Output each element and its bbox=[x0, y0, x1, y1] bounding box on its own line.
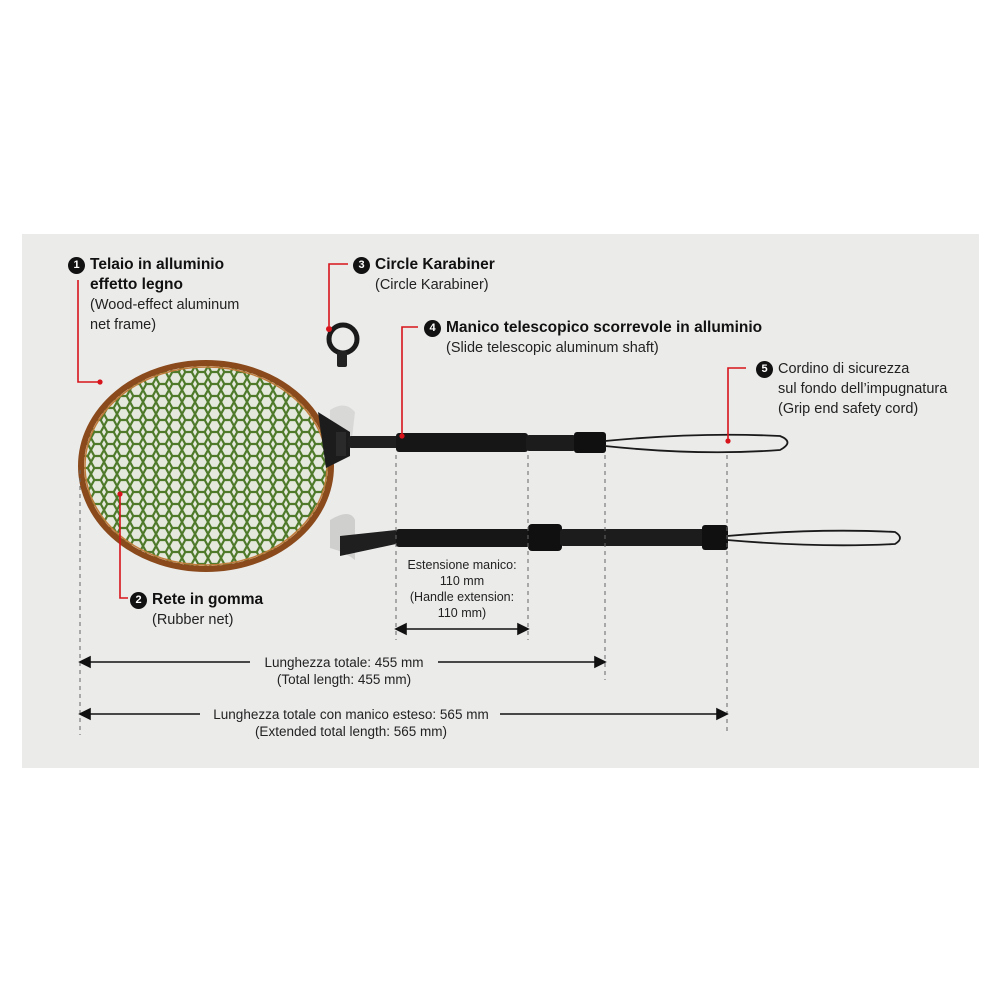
callout-net-title: Rete in gomma bbox=[152, 591, 264, 608]
callout-frame-sub-line-2: net frame) bbox=[90, 317, 157, 333]
upper-handle bbox=[348, 432, 789, 454]
karabiner bbox=[326, 322, 360, 367]
callout-shaft-title: Manico telescopico scorrevole in allumin… bbox=[446, 319, 763, 336]
extended-length-label: Lunghezza totale con manico esteso: 565 … bbox=[200, 706, 502, 740]
handle-extension-line-3: (Handle extension: bbox=[409, 590, 515, 604]
dimension-arrows bbox=[78, 622, 729, 721]
callout-frame-sub-line-1: (Wood-effect aluminum bbox=[90, 297, 240, 313]
callout-karabiner-title: Circle Karabiner bbox=[375, 256, 495, 273]
callout-cord-sub: (Grip end safety cord) bbox=[778, 401, 919, 417]
callout-frame-title-line-1: Telaio in alluminio bbox=[90, 256, 225, 273]
callout-number-4: 4 bbox=[424, 320, 441, 337]
callout-number-2: 2 bbox=[130, 592, 147, 609]
callout-safety-cord: 5 Cordino di sicurezza sul fondo dell’imp… bbox=[756, 359, 947, 419]
lower-extended-handle bbox=[340, 524, 901, 556]
extended-length-line-2: (Extended total length: 565 mm) bbox=[254, 724, 448, 739]
handle-extension-label: Estensione manico: 110 mm (Handle extens… bbox=[392, 557, 532, 621]
callout-number-1: 1 bbox=[68, 257, 85, 274]
callout-karabiner-sub: (Circle Karabiner) bbox=[375, 277, 489, 293]
total-length-line-2: (Total length: 455 mm) bbox=[276, 672, 412, 687]
extended-length-line-1: Lunghezza totale con manico esteso: 565 … bbox=[213, 707, 489, 722]
callout-number-5: 5 bbox=[756, 361, 773, 378]
callout-cord-title-line-1: Cordino di sicurezza bbox=[778, 361, 910, 377]
dimension-guides bbox=[79, 455, 728, 735]
callout-number-3: 3 bbox=[353, 257, 370, 274]
callout-frame-title-line-2: effetto legno bbox=[90, 276, 183, 293]
handle-extension-line-2: 110 mm bbox=[439, 574, 485, 588]
handle-extension-line-4: 110 mm) bbox=[437, 606, 487, 620]
callout-karabiner: 3 Circle Karabiner (Circle Karabiner) bbox=[353, 255, 495, 295]
leader-lines bbox=[77, 263, 746, 599]
total-length-line-1: Lunghezza totale: 455 mm bbox=[264, 655, 424, 670]
net-hoop bbox=[78, 360, 350, 572]
handle-extension-line-1: Estensione manico: bbox=[407, 558, 517, 572]
callout-telescopic-shaft: 4 Manico telescopico scorrevole in allumi… bbox=[424, 318, 762, 358]
total-length-label: Lunghezza totale: 455 mm (Total length: … bbox=[244, 654, 444, 688]
leader-dots bbox=[97, 379, 731, 497]
callout-frame: 1 Telaio in alluminio effetto legno (Wood… bbox=[68, 255, 239, 335]
callout-shaft-sub: (Slide telescopic aluminum shaft) bbox=[446, 340, 659, 356]
callout-rubber-net: 2 Rete in gomma (Rubber net) bbox=[130, 590, 263, 630]
callout-cord-title-line-2: sul fondo dell’impugnatura bbox=[778, 381, 948, 397]
callout-net-sub: (Rubber net) bbox=[152, 612, 234, 628]
